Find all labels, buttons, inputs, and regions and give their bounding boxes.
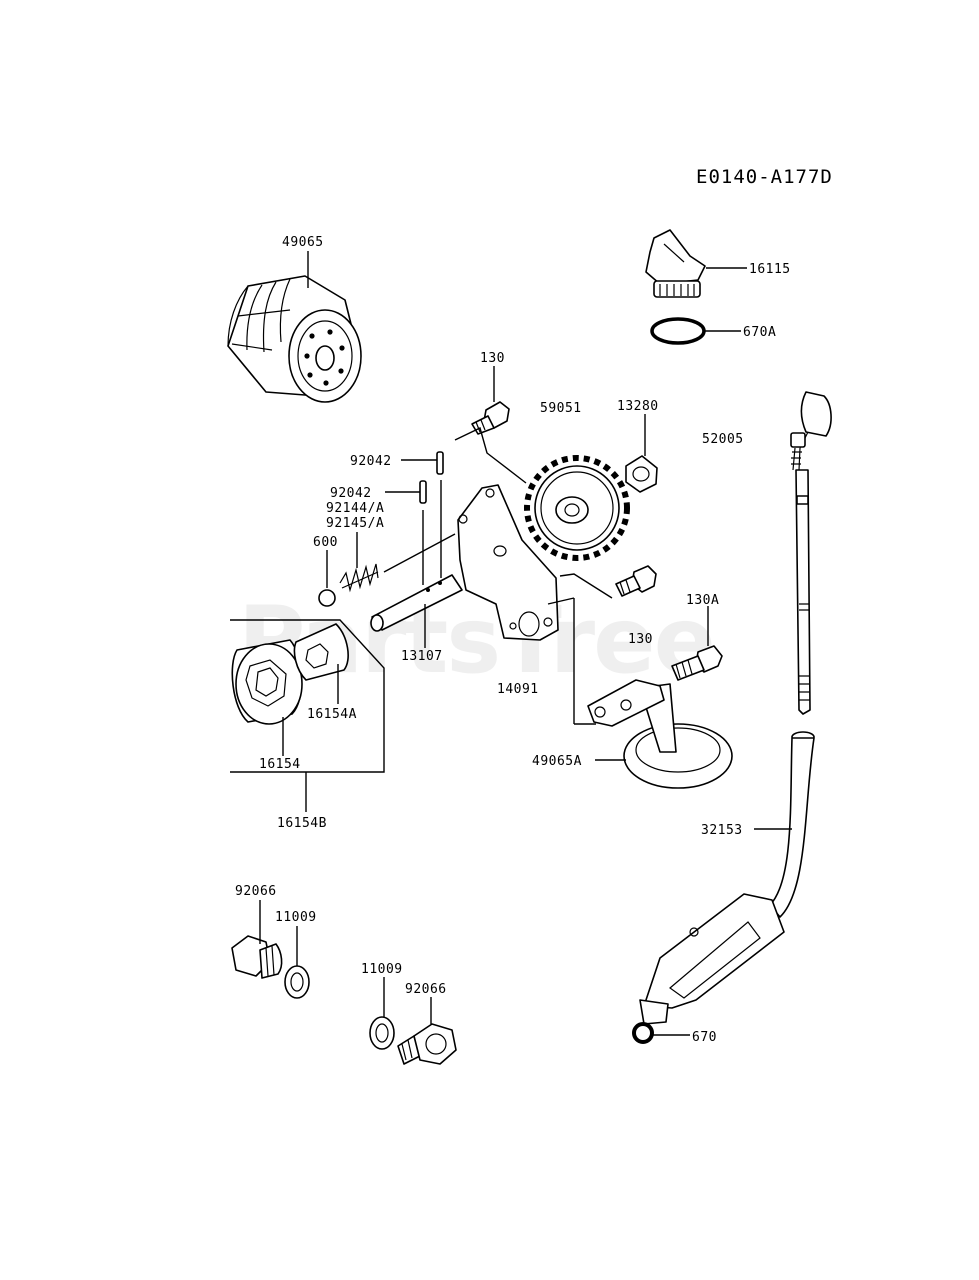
bolt-130-mid[interactable] — [615, 565, 657, 597]
label-11009-b: 11009 — [361, 962, 403, 977]
label-16154B: 16154B — [277, 816, 327, 831]
plate-14091[interactable] — [457, 484, 559, 641]
drain-plug-92066-b[interactable] — [397, 1023, 457, 1065]
bolt-130A[interactable] — [671, 645, 723, 681]
washer-11009-a[interactable] — [284, 965, 310, 999]
dipstick-52005[interactable] — [790, 391, 832, 715]
label-130-mid: 130 — [628, 632, 653, 647]
label-11009-a: 11009 — [275, 910, 317, 925]
oil-strainer-49065A[interactable] — [587, 679, 733, 789]
label-92042-a: 92042 — [350, 454, 392, 469]
label-92144A: 92144/A — [326, 501, 384, 516]
rotor-16154A[interactable] — [293, 623, 349, 681]
nut-13280[interactable] — [625, 455, 658, 493]
o-ring-670A[interactable] — [650, 317, 706, 345]
label-16154A: 16154A — [307, 707, 357, 722]
gear-59051[interactable] — [524, 455, 630, 561]
label-14091: 14091 — [497, 682, 539, 697]
pin-92042-a[interactable] — [436, 451, 444, 475]
label-92066-b: 92066 — [405, 982, 447, 997]
label-92042-b: 92042 — [330, 486, 372, 501]
label-16154: 16154 — [259, 757, 301, 772]
label-130-top: 130 — [480, 351, 505, 366]
pin-92042-b[interactable] — [419, 480, 427, 504]
washer-11009-b[interactable] — [369, 1016, 395, 1050]
label-670: 670 — [692, 1030, 717, 1045]
drain-plug-92066-a[interactable] — [231, 935, 283, 979]
o-ring-670[interactable] — [632, 1022, 654, 1044]
label-670A: 670A — [743, 325, 776, 340]
diagram-code: E0140-A177D — [696, 166, 833, 188]
label-92145A: 92145/A — [326, 516, 384, 531]
label-130A: 130A — [686, 593, 719, 608]
label-13280: 13280 — [617, 399, 659, 414]
label-92066-a: 92066 — [235, 884, 277, 899]
shaft-13107[interactable] — [370, 574, 463, 632]
label-13107: 13107 — [401, 649, 443, 664]
rotor-16154[interactable] — [231, 639, 303, 725]
label-49065A: 49065A — [532, 754, 582, 769]
pipe-32153[interactable] — [639, 731, 815, 1025]
oil-filter-49065[interactable] — [227, 275, 362, 403]
label-49065: 49065 — [282, 235, 324, 250]
label-52005: 52005 — [702, 432, 744, 447]
spring-92144A[interactable] — [339, 563, 379, 593]
label-16115: 16115 — [749, 262, 791, 277]
label-600: 600 — [313, 535, 338, 550]
label-32153: 32153 — [701, 823, 743, 838]
ball-600[interactable] — [318, 589, 336, 607]
label-59051: 59051 — [540, 401, 582, 416]
oil-cap-16115[interactable] — [645, 229, 706, 298]
